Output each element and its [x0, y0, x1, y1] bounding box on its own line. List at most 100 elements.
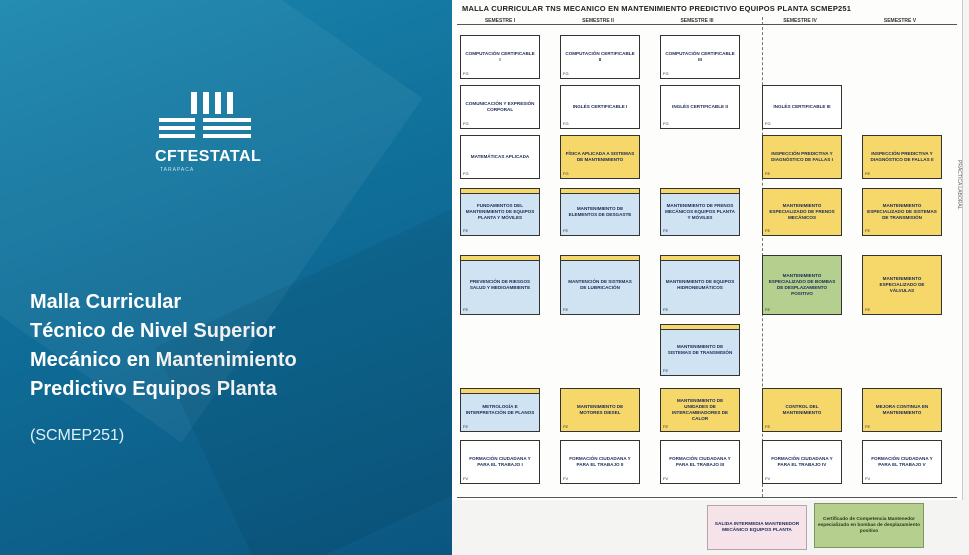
box-stripe [661, 325, 739, 330]
sheet-title: MALLA CURRICULAR TNS MECANICO EN MANTENI… [462, 4, 852, 13]
box-stripe [461, 189, 539, 194]
course-label: COMPUTACIÓN CERTIFICABLE III [665, 51, 735, 62]
title-line: Malla Curricular [30, 291, 182, 313]
course-label: PREVENCIÓN DE RIESGOS SALUD Y MEDIOAMBIE… [469, 279, 531, 290]
course-label: FÍSICA APLICADA A SISTEMAS DE MANTENIMIE… [565, 151, 635, 162]
side-label: PRÁCTICA LABORAL [956, 160, 962, 210]
course-box: FORMACIÓN CIUDADANA Y PARA EL TRABAJO II… [660, 440, 740, 484]
course-tag: FE [563, 307, 569, 312]
course-box: MANTENIMIENTO DE SISTEMAS DE TRANSMISIÓN… [660, 324, 740, 376]
course-label: MANTENIMIENTO ESPECIALIZADO DE VÁLVULAS [879, 276, 925, 293]
logo-subtext: TARAPACA [160, 167, 195, 173]
course-box: INGLÉS CERTIFICABLE II FG [660, 85, 740, 129]
course-tag: FE [865, 228, 871, 233]
course-label: FORMACIÓN CIUDADANA Y PARA EL TRABAJO II… [669, 456, 731, 467]
course-label: FORMACIÓN CIUDADANA Y PARA EL TRABAJO IV [771, 456, 833, 467]
box-stripe [461, 256, 539, 261]
course-tag: FV [765, 476, 771, 481]
title-panel: CFTESTATAL TARAPACA Malla Curricular Téc… [0, 0, 452, 555]
course-label: COMPUTACIÓN CERTIFICABLE I [465, 51, 535, 62]
course-tag: FE [765, 228, 771, 233]
course-label: FORMACIÓN CIUDADANA Y PARA EL TRABAJO V [871, 456, 933, 467]
course-label: MANTENIMIENTO ESPECIALIZADO DE BOMBAS DE… [768, 273, 836, 296]
course-box: MANTENIMIENTO ESPECIALIZADO DE BOMBAS DE… [762, 255, 842, 315]
course-label: FUNDAMENTOS DEL MANTENIMIENTO DE EQUIPOS… [465, 203, 535, 220]
course-box: COMPUTACIÓN CERTIFICABLE II FG [560, 35, 640, 79]
course-box: MANTENCIÓN DE SISTEMAS DE LUBRICACIÓN FE [560, 255, 640, 315]
course-tag: FG [765, 121, 771, 126]
box-stripe [661, 256, 739, 261]
course-tag: FG [463, 121, 469, 126]
course-box: MANTENIMIENTO DE FRENOS MECÁNICOS EQUIPO… [660, 188, 740, 236]
title-line: Predictivo Equipos Planta [30, 378, 277, 400]
course-box: MANTENIMIENTO ESPECIALIZADO DE FRENOS ME… [762, 188, 842, 236]
course-label: COMUNICACIÓN Y EXPRESIÓN CORPORAL [465, 101, 535, 112]
course-box: MANTENIMIENTO ESPECIALIZADO DE VÁLVULAS F… [862, 255, 942, 315]
box-stripe [661, 189, 739, 194]
box-stripe [561, 256, 639, 261]
box-stripe [461, 389, 539, 394]
course-tag: FG [463, 171, 469, 176]
course-box: MANTENIMIENTO DE ELEMENTOS DE DESGASTE FE [560, 188, 640, 236]
course-label: MANTENIMIENTO DE MOTORES DIESEL [576, 404, 624, 415]
curriculum-sheet: MALLA CURRICULAR TNS MECANICO EN MANTENI… [452, 0, 963, 500]
title-line: Mecánico en Mantenimiento [30, 349, 297, 371]
logo-text: CFTESTATAL [155, 148, 262, 165]
course-tag: FE [865, 307, 871, 312]
course-box: MANTENIMIENTO DE EQUIPOS HIDRONEUMÁTICOS… [660, 255, 740, 315]
course-tag: FE [663, 424, 669, 429]
course-tag: FE [563, 228, 569, 233]
course-box: FÍSICA APLICADA A SISTEMAS DE MANTENIMIE… [560, 135, 640, 179]
course-label: CONTROL DEL MANTENIMIENTO [782, 404, 822, 415]
course-label: MANTENIMIENTO DE SISTEMAS DE TRANSMISIÓN [667, 344, 733, 355]
course-label: MANTENCIÓN DE SISTEMAS DE LUBRICACIÓN [568, 279, 632, 290]
course-tag: FE [463, 307, 469, 312]
course-tag: FE [563, 424, 569, 429]
program-code: (SCMEP251) [30, 427, 125, 444]
course-label: MANTENIMIENTO DE UNIDADES DE INTERCAMBIA… [671, 398, 729, 421]
course-box: PREVENCIÓN DE RIESGOS SALUD Y MEDIOAMBIE… [460, 255, 540, 315]
semester-header: SEMESTRE IV [783, 18, 817, 24]
course-label: INGLÉS CERTIFICABLE II [672, 104, 728, 109]
course-box: INSPECCIÓN PREDICTIVA Y DIAGNÓSTICO DE F… [862, 135, 942, 179]
course-tag: FE [463, 424, 469, 429]
footer-rule [457, 497, 957, 498]
course-box: MANTENIMIENTO DE UNIDADES DE INTERCAMBIA… [660, 388, 740, 432]
course-tag: FG [563, 171, 569, 176]
course-label: COMPUTACIÓN CERTIFICABLE II [565, 51, 635, 62]
semester-header: SEMESTRE III [680, 18, 714, 24]
course-tag: FE [663, 307, 669, 312]
header-rule [457, 24, 957, 25]
course-box: MANTENIMIENTO ESPECIALIZADO DE SISTEMAS … [862, 188, 942, 236]
course-tag: FV [563, 476, 569, 481]
course-tag: FE [765, 307, 771, 312]
course-label: MANTENIMIENTO DE ELEMENTOS DE DESGASTE [568, 206, 632, 217]
course-label: INSPECCIÓN PREDICTIVA Y DIAGNÓSTICO DE F… [870, 151, 934, 162]
course-box: INGLÉS CERTIFICABLE III FG [762, 85, 842, 129]
course-tag: FG [563, 71, 569, 76]
course-label: INGLÉS CERTIFICABLE I [572, 104, 628, 109]
course-tag: FE [663, 368, 669, 373]
course-label: INGLÉS CERTIFICABLE III [773, 104, 831, 109]
legend-exit: SALIDA INTERMEDIA MANTENEDOR MECÁNICO EQ… [707, 505, 807, 550]
course-tag: FV [663, 476, 669, 481]
course-tag: FG [663, 121, 669, 126]
presentation-title: Malla Curricular Técnico de Nivel Superi… [30, 288, 297, 404]
box-stripe [561, 189, 639, 194]
course-tag: FE [463, 228, 469, 233]
cft-logo-icon [159, 92, 251, 138]
course-tag: FE [865, 424, 871, 429]
course-tag: FE [663, 228, 669, 233]
course-tag: FE [865, 171, 871, 176]
curriculum-area: MALLA CURRICULAR TNS MECANICO EN MANTENI… [452, 0, 969, 555]
course-label: MANTENIMIENTO DE FRENOS MECÁNICOS EQUIPO… [665, 203, 735, 220]
course-label: INSPECCIÓN PREDICTIVA Y DIAGNÓSTICO DE F… [771, 151, 833, 162]
legend-certificate: Certificado de Competencia Mantenedor es… [814, 503, 924, 548]
course-tag: FV [463, 476, 469, 481]
